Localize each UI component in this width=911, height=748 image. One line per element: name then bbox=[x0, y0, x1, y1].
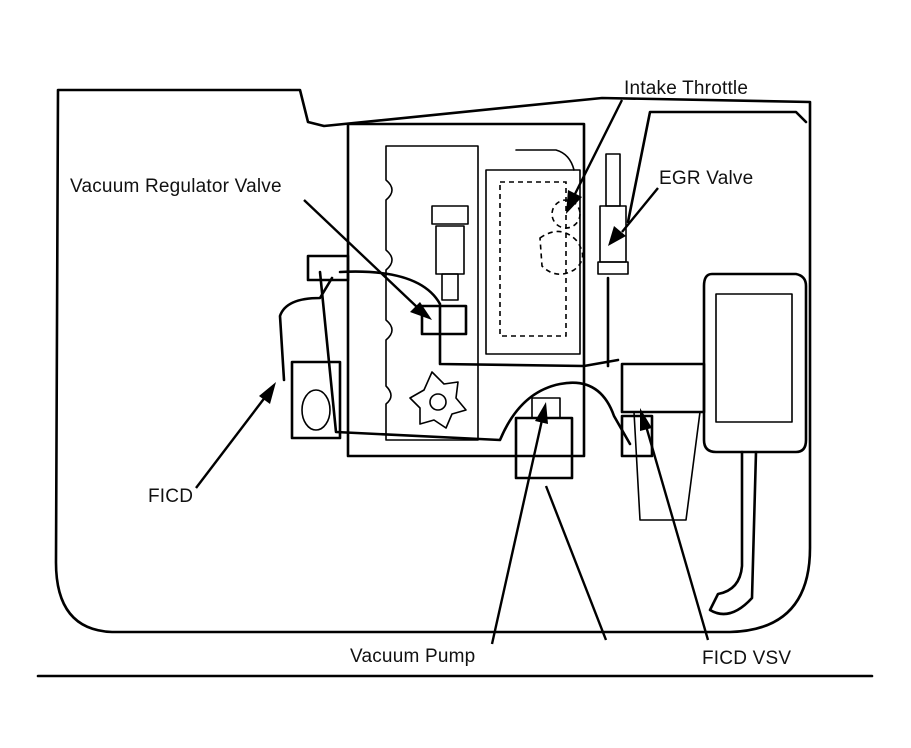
vacuum-pump-body bbox=[514, 416, 574, 480]
vacuum-hose-upper-right bbox=[626, 110, 808, 224]
label-ficd-vsv: FICD VSV bbox=[702, 648, 792, 669]
ficd-bracket bbox=[290, 360, 342, 440]
throttle-body bbox=[539, 230, 584, 275]
pointer-egr-valve bbox=[608, 187, 659, 246]
vacuum-regulator-valve-body bbox=[420, 304, 468, 336]
vacuum-hose-main bbox=[318, 270, 632, 446]
injector-base bbox=[441, 273, 459, 301]
injector-top bbox=[431, 205, 469, 225]
label-intake-throttle: Intake Throttle bbox=[624, 78, 749, 99]
oil-filler-center bbox=[429, 393, 447, 411]
label-vacuum-pump: Vacuum Pump bbox=[350, 646, 476, 667]
ficd-vsv-body bbox=[620, 414, 654, 458]
air-cleaner bbox=[702, 272, 808, 454]
cylinder-head-cover bbox=[385, 145, 479, 441]
pointer-intake-throttle bbox=[566, 99, 624, 214]
vacuum-hose-ficd bbox=[278, 276, 334, 382]
label-ficd: FICD bbox=[148, 486, 194, 507]
compartment-outline bbox=[54, 88, 812, 634]
manifold-inner bbox=[499, 181, 567, 337]
pointer-ficd-vsv bbox=[640, 408, 710, 641]
resonator bbox=[633, 411, 701, 521]
egr-valve-base bbox=[597, 261, 629, 275]
label-vacuum-regulator-valve: Vacuum Regulator Valve bbox=[70, 176, 282, 197]
vacuum-hose-vrv bbox=[338, 270, 620, 368]
air-cleaner-inner bbox=[715, 293, 793, 423]
intake-throttle-valve bbox=[551, 199, 581, 229]
injector-body bbox=[435, 225, 465, 275]
oil-filler-cap bbox=[409, 371, 467, 429]
air-intake-duct bbox=[708, 450, 758, 616]
egr-valve-stem bbox=[605, 153, 621, 207]
ficd-actuator bbox=[301, 389, 331, 431]
pointer-vacuum-regulator-valve bbox=[303, 199, 432, 320]
air-duct-top bbox=[515, 149, 575, 171]
intake-manifold bbox=[485, 169, 581, 355]
label-egr-valve: EGR Valve bbox=[659, 168, 754, 189]
engine-block bbox=[346, 122, 586, 458]
pointer-vacuum-pump bbox=[490, 402, 608, 645]
air-flow-meter bbox=[620, 362, 706, 414]
pointer-ficd bbox=[195, 382, 276, 489]
vacuum-junction bbox=[306, 254, 350, 282]
